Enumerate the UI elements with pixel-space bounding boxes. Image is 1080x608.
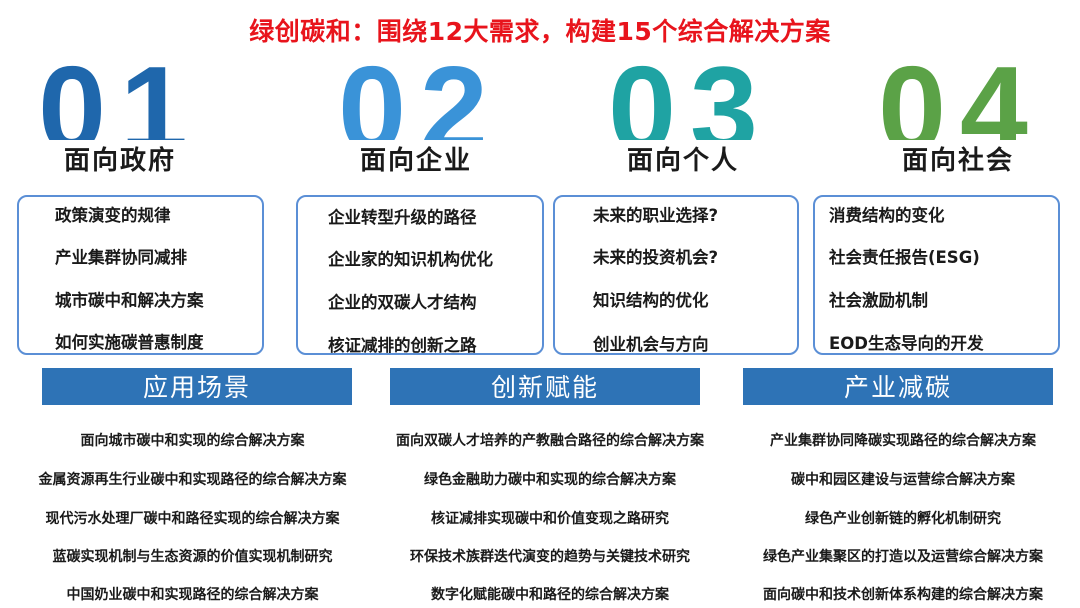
category-banner-innovation: 创新赋能	[390, 368, 700, 405]
individual-needs-box: 未来的职业选择? 未来的投资机会? 知识结构的优化 创业机会与方向	[553, 195, 799, 355]
list-item: 政策演变的规律	[55, 206, 171, 225]
list-item: 数字化赋能碳中和路径的综合解决方案	[431, 587, 669, 603]
list-item: 现代污水处理厂碳中和路径实现的综合解决方案	[45, 511, 340, 527]
list-item: 蓝碳实现机制与生态资源的价值实现机制研究	[52, 549, 333, 565]
list-item: 社会激励机制	[829, 291, 928, 310]
list-item: 金属资源再生行业碳中和实现路径的综合解决方案	[38, 472, 347, 488]
category-banner-industry: 产业减碳	[743, 368, 1053, 405]
list-item: 面向碳中和技术创新体系构建的综合解决方案	[763, 587, 1043, 603]
list-item: 产业集群协同减排	[55, 248, 187, 267]
list-item: 未来的职业选择?	[593, 206, 719, 225]
pillar-number-01: 01	[38, 48, 202, 148]
list-item: 企业的双碳人才结构	[328, 293, 477, 312]
list-item: 知识结构的优化	[593, 291, 709, 310]
pillar-label-society: 面向社会	[838, 140, 1078, 177]
list-item: 面向城市碳中和实现的综合解决方案	[80, 433, 305, 449]
list-item: 社会责任报告(ESG)	[829, 248, 980, 267]
pillar-number-02: 02	[338, 48, 502, 148]
page-title: 绿创碳和：围绕12大需求，构建15个综合解决方案	[249, 17, 831, 46]
society-needs-box: 消费结构的变化 社会责任报告(ESG) 社会激励机制 EOD生态导向的开发	[813, 195, 1060, 355]
list-item: 环保技术族群迭代演变的趋势与关键技术研究	[410, 549, 690, 565]
list-item: 中国奶业碳中和实现路径的综合解决方案	[66, 587, 319, 603]
list-item: 创业机会与方向	[593, 335, 709, 354]
list-item: 企业家的知识机构优化	[328, 250, 493, 269]
pillar-number-04: 04	[878, 48, 1042, 148]
government-needs-box: 政策演变的规律 产业集群协同减排 城市碳中和解决方案 如何实施碳普惠制度	[17, 195, 264, 355]
list-item: 城市碳中和解决方案	[55, 291, 204, 310]
pillar-label-individual: 面向个人	[563, 140, 803, 177]
list-item: 产业集群协同降碳实现路径的综合解决方案	[770, 433, 1036, 449]
list-item: 面向双碳人才培养的产教融合路径的综合解决方案	[396, 433, 704, 449]
list-item: 如何实施碳普惠制度	[55, 333, 204, 352]
pillar-label-government: 面向政府	[0, 140, 240, 177]
list-item: 企业转型升级的路径	[328, 208, 477, 227]
category-banner-application: 应用场景	[42, 368, 352, 405]
list-item: 核证减排的创新之路	[328, 336, 477, 355]
list-item: 消费结构的变化	[829, 206, 945, 225]
list-item: 绿色产业创新链的孵化机制研究	[805, 511, 1001, 527]
list-item: EOD生态导向的开发	[829, 334, 984, 353]
list-item: 绿色产业集聚区的打造以及运营综合解决方案	[763, 549, 1043, 565]
list-item: 核证减排实现碳中和价值变现之路研究	[431, 511, 669, 527]
list-item: 绿色金融助力碳中和实现的综合解决方案	[424, 472, 676, 488]
pillar-label-enterprise: 面向企业	[296, 140, 536, 177]
list-item: 碳中和园区建设与运营综合解决方案	[791, 472, 1015, 488]
enterprise-needs-box: 企业转型升级的路径 企业家的知识机构优化 企业的双碳人才结构 核证减排的创新之路	[296, 195, 544, 355]
pillar-number-03: 03	[608, 48, 772, 148]
list-item: 未来的投资机会?	[593, 248, 719, 267]
